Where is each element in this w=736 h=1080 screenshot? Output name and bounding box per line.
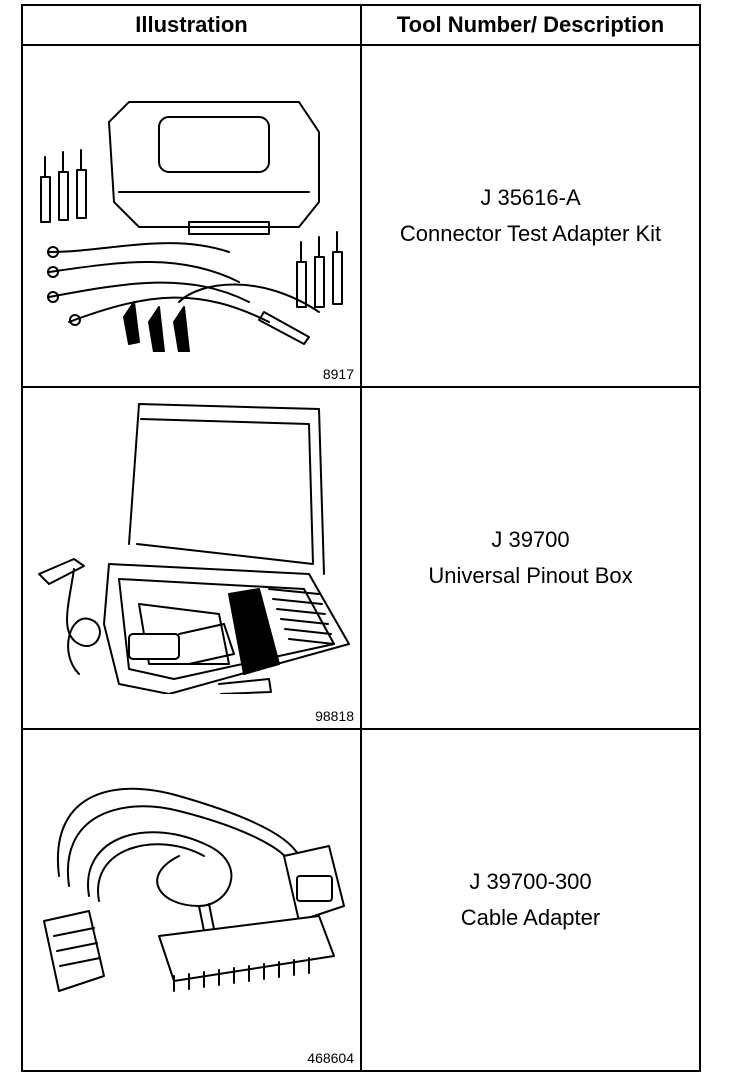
illustration-cell: 8917	[21, 44, 362, 388]
tool-number: J 39700-300	[469, 869, 592, 894]
illustration-cell: 98818	[21, 386, 362, 730]
table-row: 8917 J 35616-A Connector Test Adapter Ki…	[21, 44, 701, 388]
tool-description: Connector Test Adapter Kit	[399, 221, 662, 246]
description-cell: J 39700 Universal Pinout Box	[360, 386, 701, 730]
tool-number: J 35616-A	[480, 185, 581, 210]
tool-description: Cable Adapter	[460, 905, 601, 930]
description-cell: J 35616-A Connector Test Adapter Kit	[360, 44, 701, 388]
table-row: 468604 J 39700-300 Cable Adapter	[21, 728, 701, 1072]
cable-adapter-icon	[43, 787, 345, 992]
universal-pinout-box-icon	[38, 403, 350, 694]
header-illustration: Illustration	[21, 4, 362, 46]
description-cell: J 39700-300 Cable Adapter	[360, 728, 701, 1072]
figure-number: 8917	[322, 366, 354, 382]
tool-table: Illustration Tool Number/ Description	[21, 4, 701, 1072]
header-tool-description: Tool Number/ Description	[360, 4, 701, 46]
tool-description: Universal Pinout Box	[428, 563, 633, 588]
tool-number: J 39700	[491, 527, 570, 552]
figure-number: 98818	[315, 708, 354, 724]
illustration-cell: 468604	[21, 728, 362, 1072]
table-row: 98818 J 39700 Universal Pinout Box	[21, 386, 701, 730]
connector-test-adapter-kit-icon	[40, 101, 343, 352]
figure-number: 468604	[307, 1050, 354, 1066]
header-row: Illustration Tool Number/ Description	[21, 4, 701, 46]
